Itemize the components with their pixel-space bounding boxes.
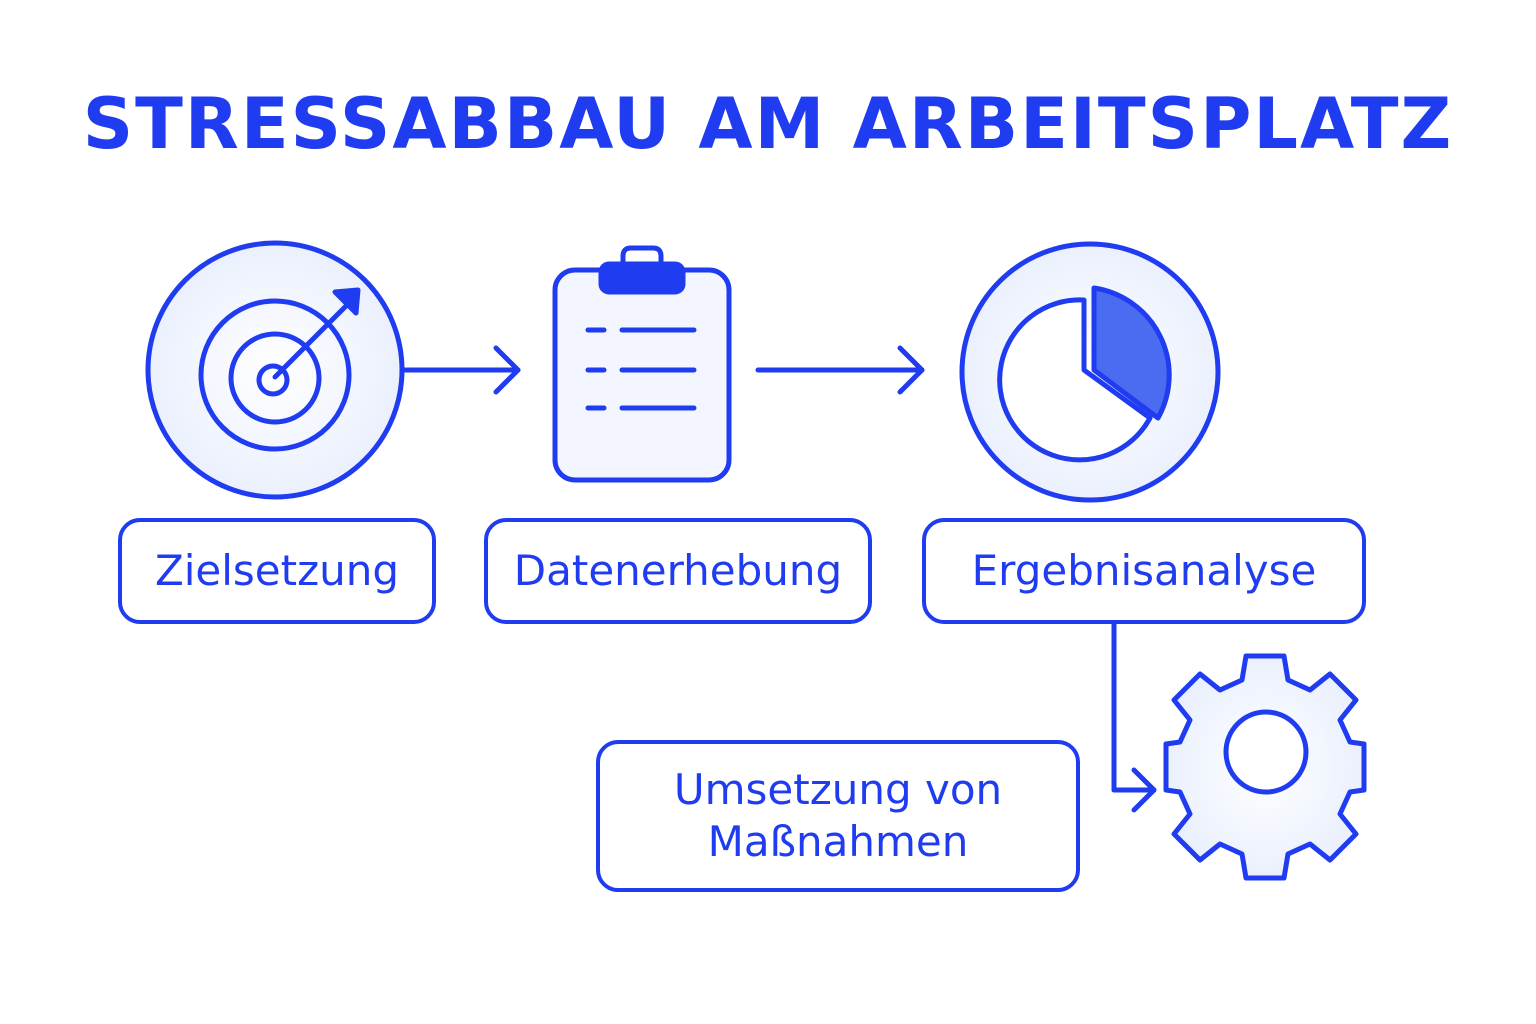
- arrow-1: [399, 345, 521, 395]
- step-umsetzung-label-line1: Umsetzung von: [673, 765, 1003, 814]
- gear-icon: [1163, 653, 1367, 881]
- target-icon: [145, 240, 405, 500]
- step-zielsetzung: Zielsetzung: [118, 518, 436, 624]
- step-umsetzung-label-line2: Maßnahmen: [707, 817, 969, 866]
- step-datenerhebung: Datenerhebung: [484, 518, 872, 624]
- step-zielsetzung-label: Zielsetzung: [154, 546, 400, 595]
- step-ergebnisanalyse-label: Ergebnisanalyse: [971, 546, 1317, 595]
- clipboard-icon: [552, 245, 732, 483]
- step-datenerhebung-label: Datenerhebung: [513, 546, 843, 595]
- page-title: STRESSABBAU AM ARBEITSPLATZ: [82, 83, 1454, 165]
- connector-arrow: [1111, 621, 1157, 813]
- arrow-2: [755, 345, 925, 395]
- step-ergebnisanalyse: Ergebnisanalyse: [922, 518, 1366, 624]
- step-umsetzung: Umsetzung von Maßnahmen: [596, 740, 1080, 892]
- pie-chart-icon: [959, 241, 1221, 503]
